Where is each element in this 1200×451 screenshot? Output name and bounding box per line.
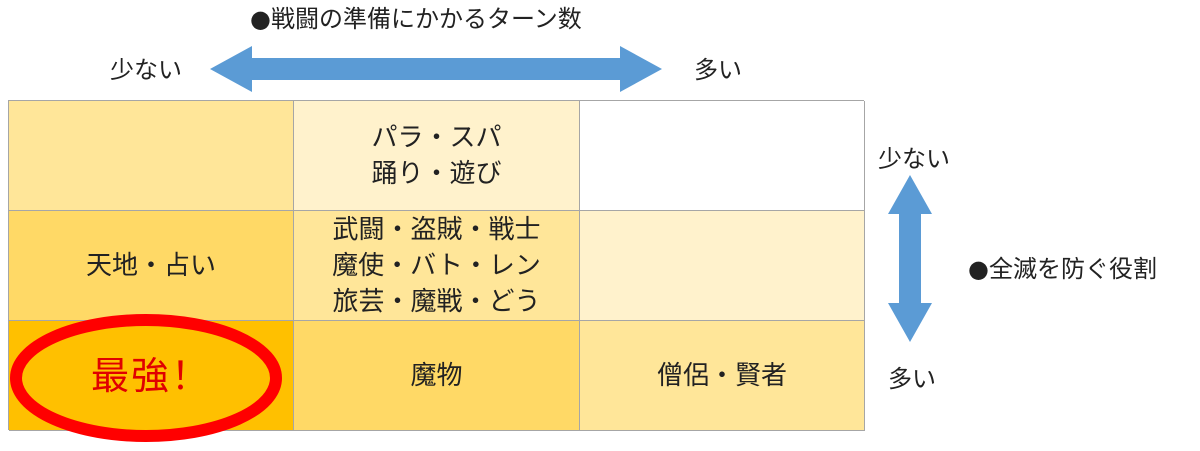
cell-line: 僧侶・賢者 [656,360,787,391]
strongest-label: 最強！ [90,353,211,398]
cell-line: 踊り・遊び [371,158,502,189]
grid-cell-r2-c2: 武闘・盗賊・戦士魔使・バト・レン旅芸・魔戦・どう [294,211,580,321]
strongest-highlight-ring [10,314,282,442]
cell-line: 魔使・バト・レン [332,250,541,281]
vertical-double-arrow [888,175,932,342]
top-axis-left-label: 少ない [110,56,182,84]
grid-cell-r2-c3 [580,211,865,321]
horizontal-double-arrow [210,46,662,92]
top-axis-right-label: 多い [694,56,742,84]
grid-cell-r1-c3 [580,101,865,211]
cell-line: 天地・占い [85,250,216,281]
role-matrix-grid: パラ・スパ踊り・遊び天地・占い 武闘・盗賊・戦士魔使・バト・レン旅芸・魔戦・どう最… [8,100,865,431]
cell-line: 武闘・盗賊・戦士 [332,214,541,245]
grid-cell-r3-c3: 僧侶・賢者 [580,321,865,431]
grid-cell-r1-c1 [9,101,294,211]
top-axis-title: ●戦闘の準備にかかるターン数 [250,5,582,33]
right-axis-top-label: 少ない [878,145,950,173]
cell-line: パラ・スパ [371,122,502,153]
right-axis-bottom-label: 多い [888,365,936,393]
cell-line: 旅芸・魔戦・どう [332,286,541,317]
grid-cell-r3-c2: 魔物 [294,321,580,431]
grid-cell-r2-c1: 天地・占い [9,211,294,321]
grid-cell-r1-c2: パラ・スパ踊り・遊び [294,101,580,211]
right-axis-title: ●全滅を防ぐ役割 [968,255,1157,283]
cell-line: 魔物 [410,360,463,391]
